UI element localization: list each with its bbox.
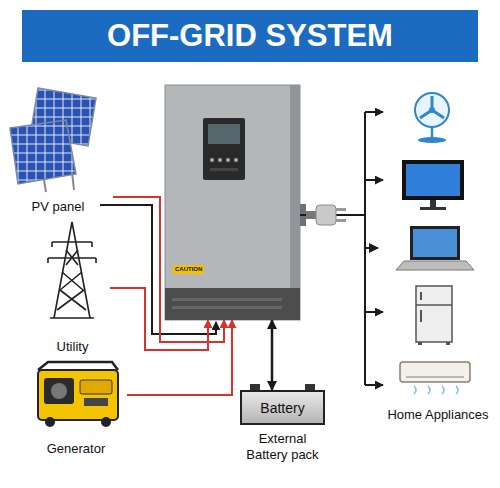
utility-tower-icon <box>54 222 90 318</box>
inverter-body <box>165 85 300 320</box>
tv-icon <box>420 207 446 210</box>
inverter-body <box>210 158 214 162</box>
fridge-icon <box>416 286 452 345</box>
fan-icon <box>429 107 435 113</box>
power-plug <box>336 208 346 211</box>
fan-icon <box>415 93 449 143</box>
inverter-body <box>226 158 230 162</box>
generator-icon <box>44 378 74 404</box>
inverter-body <box>172 306 282 309</box>
fridge-icon <box>416 304 452 306</box>
inverter-body <box>234 158 238 162</box>
utility-tower-icon <box>57 250 86 310</box>
appliances-node: Home Appliances <box>378 90 498 422</box>
generator-icon <box>38 362 118 427</box>
power-connector <box>300 215 378 248</box>
fridge-icon <box>446 342 450 345</box>
utility-tower-icon <box>48 222 96 318</box>
node-label: PV panel <box>3 199 113 214</box>
inverter-body <box>210 168 238 171</box>
inverter-body <box>208 124 240 144</box>
fan-icon <box>420 96 444 118</box>
battery-caption: External Battery pack <box>238 431 328 464</box>
inverter-body <box>218 158 222 162</box>
pv-panel-icon <box>10 120 76 184</box>
pv-panel-node: PV panel <box>3 82 113 214</box>
generator-icon <box>51 383 67 399</box>
power-connector <box>271 320 274 390</box>
laptop-icon <box>396 261 474 270</box>
fridge-icon <box>418 342 422 345</box>
power-plug <box>316 205 336 225</box>
inverter-body <box>290 85 300 320</box>
distribution-arrow <box>365 384 383 386</box>
caution-label: CAUTION <box>173 265 204 274</box>
air-conditioner-icon <box>400 362 470 394</box>
node-label: Generator <box>25 441 127 456</box>
utility-tower-icon <box>48 242 96 258</box>
node-label: Home Appliances <box>378 407 498 422</box>
tv-icon <box>430 200 436 208</box>
inverter-node: CAUTION <box>165 85 300 320</box>
distribution-arrow <box>365 179 383 181</box>
inverter-body <box>165 288 300 320</box>
fan-icon <box>431 127 434 138</box>
laptop-icon <box>413 229 457 257</box>
power-plug <box>336 219 346 222</box>
fridge-icon <box>416 286 452 342</box>
laptop-icon <box>410 226 460 260</box>
generator-icon <box>101 417 111 427</box>
node-label: Utility <box>35 339 110 354</box>
generator-icon <box>45 417 55 427</box>
utility-tower-icon <box>48 242 96 263</box>
inverter-body <box>172 298 282 301</box>
laptop-icon <box>396 226 474 270</box>
inverter-body <box>165 85 306 320</box>
title-band: OFF-GRID SYSTEM <box>22 10 478 62</box>
battery-node: BatteryExternal Battery pack <box>240 390 325 425</box>
fridge-icon <box>420 310 422 322</box>
battery-label: Battery <box>260 400 304 416</box>
power-plug <box>306 205 346 225</box>
distribution-arrow <box>365 111 383 113</box>
generator-icon <box>38 362 118 370</box>
utility-node: Utility <box>35 218 110 354</box>
air-conditioner-icon <box>400 362 470 382</box>
power-connector <box>127 320 232 395</box>
generator-icon <box>84 398 108 406</box>
inverter-body <box>203 118 245 180</box>
air-conditioner-icon <box>406 377 464 378</box>
title-text: OFF-GRID SYSTEM <box>107 18 393 54</box>
tv-icon <box>402 160 464 200</box>
tv-icon <box>406 164 460 196</box>
generator-icon <box>38 370 118 420</box>
distribution-arrow <box>365 311 383 313</box>
utility-tower-icon <box>50 317 94 319</box>
pv-panel-icon <box>44 180 46 192</box>
pv-panel-icon <box>72 172 74 190</box>
fan-icon <box>415 93 449 127</box>
generator-icon <box>80 380 112 394</box>
tv-icon <box>402 160 464 210</box>
fridge-icon <box>420 292 422 300</box>
fan-icon <box>418 137 446 143</box>
pv-panel-icon <box>10 88 96 192</box>
generator-node: Generator <box>25 360 127 456</box>
power-connector <box>110 288 208 350</box>
air-conditioner-icon <box>414 386 458 394</box>
